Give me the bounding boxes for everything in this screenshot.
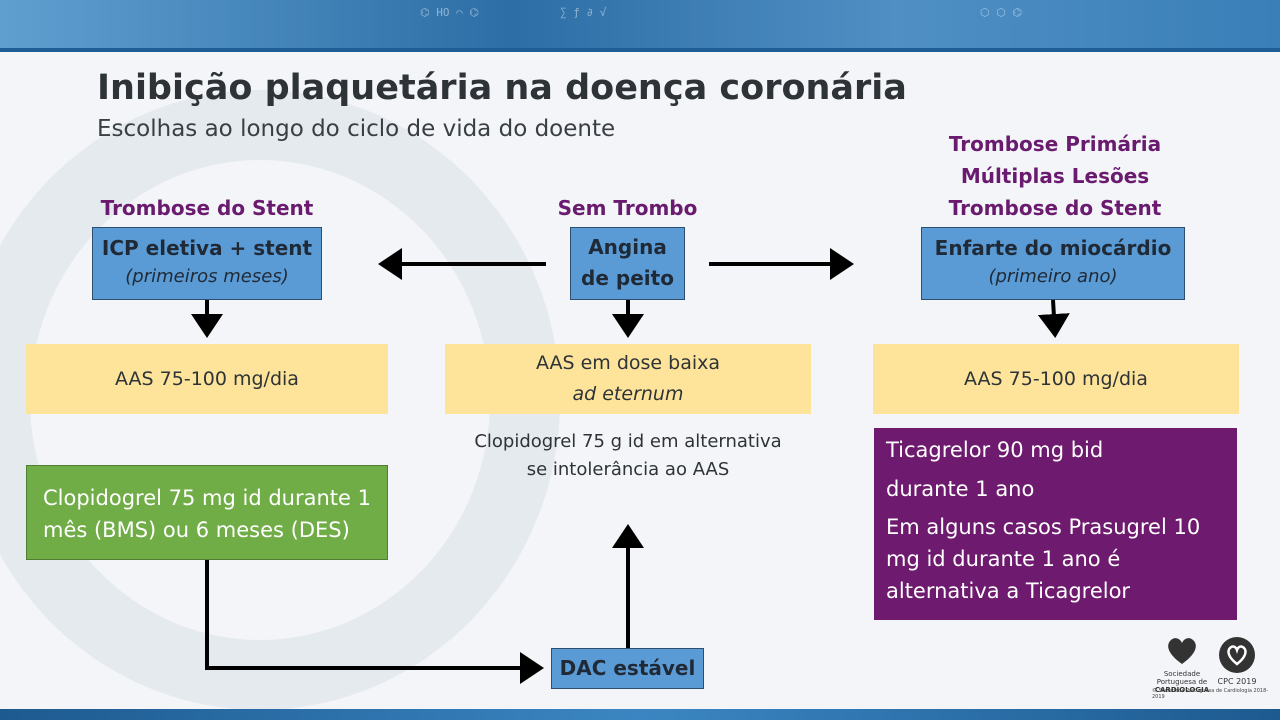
cpc-label: CPC 2019 [1217,677,1257,686]
myocardial-infarction-box: Enfarte do miocárdio (primeiro ano) [921,227,1185,300]
right-heading-line2: Múltiplas Lesões [960,164,1150,188]
clopidogrel-alternative-text: Clopidogrel 75 g id em alternativa se in… [445,428,811,484]
stable-cad-box: DAC estável [551,648,704,689]
bottom-bar [0,709,1280,720]
mi-label: Enfarte do miocárdio [934,236,1172,260]
arrow-right-down [1037,299,1070,338]
cpc-logo: CPC 2019 [1214,636,1260,686]
elective-pci-label: ICP eletiva + stent [101,236,313,260]
clopidogrel-box: Clopidogrel 75 mg id durante 1 mês (BMS)… [26,465,388,560]
angina-line2: de peito [581,266,674,290]
angina-box: Angina de peito [570,227,685,300]
ticagrelor-line2: durante 1 ano [886,477,1035,501]
cpc-heart-icon [1219,637,1255,673]
spc-line2: CARDIOLOGIA [1154,686,1210,694]
angina-line1: Angina [588,235,667,259]
center-aspirin-line1: AAS em dose baixa [535,352,721,374]
banner-underline [0,48,1280,52]
center-heading: Sem Trombo [557,196,698,220]
alt-line1: Clopidogrel 75 g id em alternativa [474,431,782,452]
right-heading-line3: Trombose do Stent [948,196,1162,220]
left-aspirin-box: AAS 75-100 mg/dia [26,344,388,414]
spc-logo: Sociedade Portuguesa de CARDIOLOGIA [1152,636,1212,694]
top-banner: ⌬ HO ⌒ ⌬ ∑ ƒ ∂ √ ⬡ ⬡ ⌬ [0,0,1280,52]
center-aspirin-line2: ad eternum [572,383,684,405]
spc-line1: Sociedade Portuguesa de [1156,670,1208,686]
center-aspirin-box: AAS em dose baixa ad eternum [445,344,811,414]
right-aspirin-box: AAS 75-100 mg/dia [873,344,1239,414]
heart-map-icon [1168,638,1196,664]
mi-sublabel: (primeiro ano) [988,266,1118,287]
elective-pci-box: ICP eletiva + stent (primeiros meses) [92,227,322,300]
right-heading: Trombose Primária Múltiplas Lesões Tromb… [905,128,1205,224]
banner-decoration-icon: ⌬ HO ⌒ ⌬ [420,6,479,19]
logo-credit: © Sociedade Portuguesa de Cardiologia 20… [1152,688,1269,700]
ticagrelor-line1: Ticagrelor 90 mg bid [886,438,1104,462]
page-title: Inibição plaquetária na doença coronária [97,68,907,108]
right-heading-line1: Trombose Primária [948,132,1162,156]
elective-pci-sublabel: (primeiros meses) [125,266,289,287]
arrow-green-to-dac [205,560,544,684]
ticagrelor-box: Ticagrelor 90 mg bid durante 1 ano Em al… [874,428,1237,620]
page-subtitle: Escolhas ao longo do ciclo de vida do do… [97,116,616,142]
alt-line2: se intolerância ao AAS [526,459,730,480]
banner-molecule-icon: ⬡ ⬡ ⌬ [980,6,1023,19]
stable-cad-label: DAC estável [559,656,696,680]
ticagrelor-line3: Em alguns casos Prasugrel 10 mg id duran… [886,515,1201,603]
banner-formula-icon: ∑ ƒ ∂ √ [560,6,607,19]
left-heading: Trombose do Stent [100,196,314,220]
